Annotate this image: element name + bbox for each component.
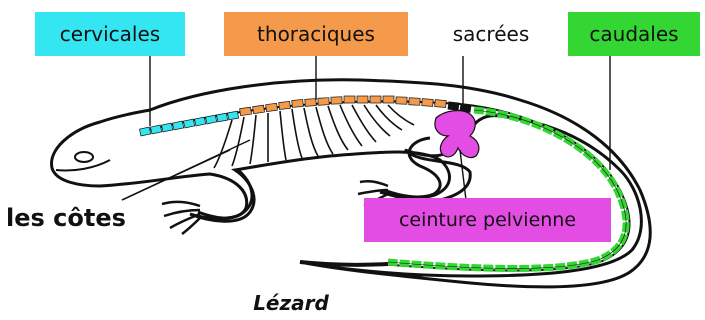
caption: Lézard	[236, 286, 346, 320]
pelvic-girdle	[435, 111, 479, 158]
label-cervicales: cervicales	[35, 12, 185, 56]
front-foot	[162, 202, 202, 234]
label-caudales: caudales	[568, 12, 700, 56]
label-thoraciques: thoraciques	[224, 12, 408, 56]
label-les-cotes: les côtes	[6, 196, 166, 240]
label-ceinture-pelvienne: ceinture pelvienne	[364, 198, 611, 242]
tail-tip	[300, 262, 388, 265]
label-sacrees: sacrées	[432, 12, 550, 56]
lizard-body-outline	[52, 80, 651, 287]
